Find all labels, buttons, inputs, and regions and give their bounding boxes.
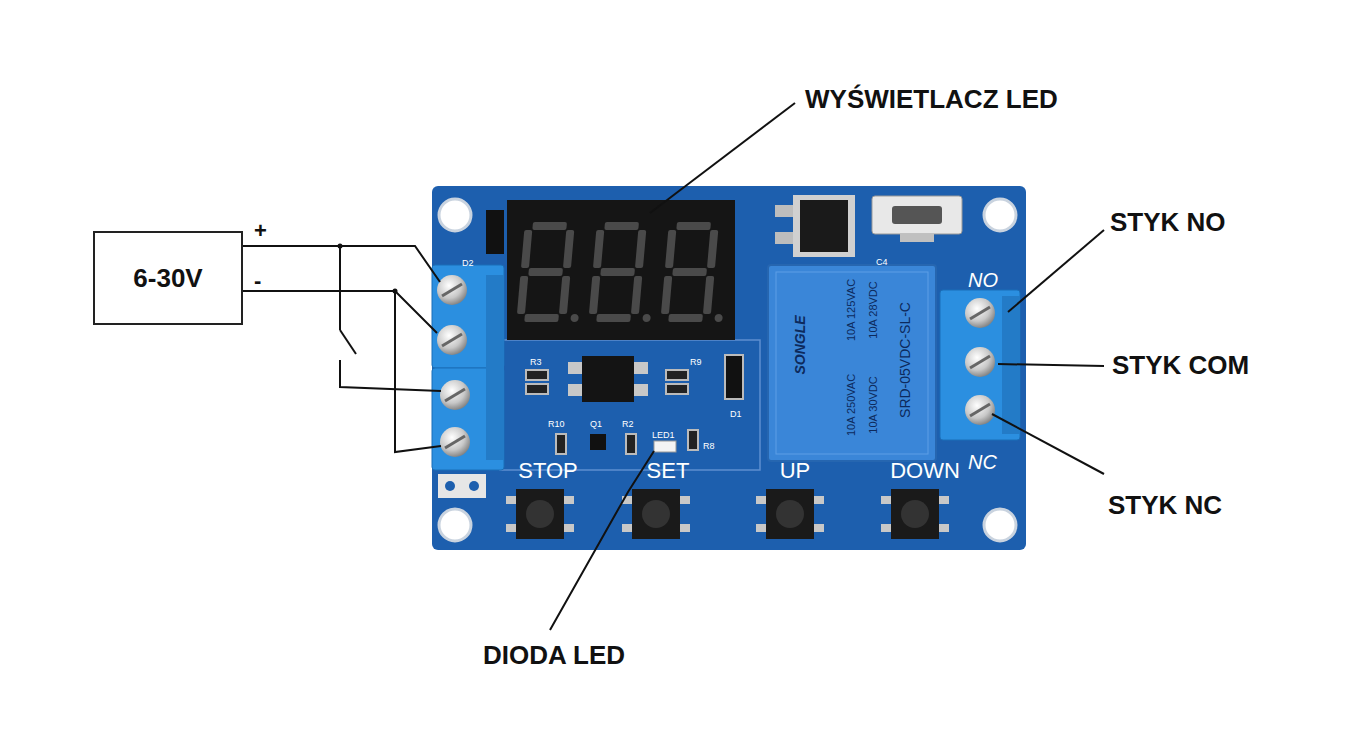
polarity-sign-holder: +: [254, 220, 267, 242]
pcb-board: [432, 186, 1026, 550]
terminal-label-holder: NC: [968, 452, 997, 472]
silkscreen-label-holder: C4: [876, 252, 888, 268]
button-label: STOP: [518, 458, 578, 483]
voltage-regulator: [775, 195, 855, 257]
relay-rating: 10A 125VAC: [845, 279, 857, 341]
polarity-sign: +: [254, 218, 267, 243]
callout-label: DIODA LED: [483, 640, 625, 670]
callout-label: STYK NC: [1108, 490, 1222, 520]
relay-brand-holder: SONGLE: [792, 315, 808, 374]
relay: [768, 265, 936, 461]
relay-rating-holder: 10A 30VDC: [864, 376, 880, 433]
silkscreen-label-holder: R3: [530, 352, 542, 368]
mounting-holes: [439, 199, 1016, 541]
button-label-holder: SET: [647, 460, 690, 482]
button-label: DOWN: [890, 458, 960, 483]
relay-model: SRD-05VDC-SL-C: [897, 302, 913, 418]
wire-junctions: [338, 244, 398, 294]
silkscreen-label: C4: [876, 257, 888, 267]
silkscreen-label: R8: [703, 441, 715, 451]
polarity-sign: -: [254, 268, 261, 293]
seven-segment-digits: [516, 222, 731, 322]
silkscreen-label-holder: R10: [548, 414, 565, 430]
button-label-holder: STOP: [518, 460, 578, 482]
relay-rating: 10A 30VDC: [867, 376, 879, 433]
terminal-label-holder: NO: [968, 270, 998, 290]
button-label: UP: [780, 458, 811, 483]
callout-label-holder: STYK COM: [1112, 352, 1249, 378]
micro-usb: [872, 196, 962, 242]
callout-label-holder: WYŚWIETLACZ LED: [805, 86, 1058, 112]
silkscreen-label-holder: D1: [730, 404, 742, 420]
relay-rating: 10A 28VDC: [867, 281, 879, 338]
relay-rating-holder: 10A 125VAC: [842, 279, 858, 341]
silkscreen-label: R9: [690, 357, 702, 367]
silkscreen-label-holder: D2: [462, 253, 474, 269]
relay-rating-holder: 10A 28VDC: [864, 281, 880, 338]
leader-lines: [550, 103, 1104, 630]
callout-label-holder: STYK NO: [1110, 209, 1226, 235]
silkscreen-label: LED1: [652, 430, 675, 440]
silkscreen-outline: [500, 340, 760, 470]
silkscreen-label-holder: LED1: [652, 425, 675, 441]
relay-brand: SONGLE: [792, 315, 808, 374]
silkscreen-label-holder: R8: [703, 436, 715, 452]
led-display: [507, 200, 735, 340]
push-buttons: [506, 489, 949, 539]
silkscreen-label: R3: [530, 357, 542, 367]
silkscreen-label: R2: [622, 419, 634, 429]
callout-label: WYŚWIETLACZ LED: [805, 84, 1058, 114]
silkscreen-label: Q1: [590, 419, 602, 429]
callout-label-holder: DIODA LED: [483, 642, 625, 668]
silkscreen-label-holder: R9: [690, 352, 702, 368]
relay-rating: 10A 250VAC: [845, 374, 857, 436]
button-label-holder: DOWN: [890, 460, 960, 482]
callout-label: STYK COM: [1112, 350, 1249, 380]
terminal-label: NC: [968, 451, 997, 473]
header-pads: [438, 474, 486, 498]
silkscreen-label: D2: [462, 258, 474, 268]
node-text: 6-30V: [133, 263, 202, 294]
smd-components: [526, 355, 743, 454]
power-supply-box: 6-30V: [93, 231, 243, 325]
button-label: SET: [647, 458, 690, 483]
wiring: [243, 246, 441, 452]
relay-rating-holder: 10A 250VAC: [842, 374, 858, 436]
power-terminal: [432, 265, 504, 470]
silkscreen-label-holder: R2: [622, 414, 634, 430]
callout-label: STYK NO: [1110, 207, 1226, 237]
callout-label-holder: STYK NC: [1108, 492, 1222, 518]
diode: [486, 210, 504, 254]
relay-model-holder: SRD-05VDC-SL-C: [897, 302, 913, 418]
silkscreen-label-holder: Q1: [590, 414, 602, 430]
status-led: [654, 441, 676, 452]
silkscreen-label: D1: [730, 409, 742, 419]
terminal-label: NO: [968, 269, 998, 291]
silkscreen-label: R10: [548, 419, 565, 429]
button-label-holder: UP: [780, 460, 811, 482]
polarity-sign-holder: -: [254, 270, 261, 292]
